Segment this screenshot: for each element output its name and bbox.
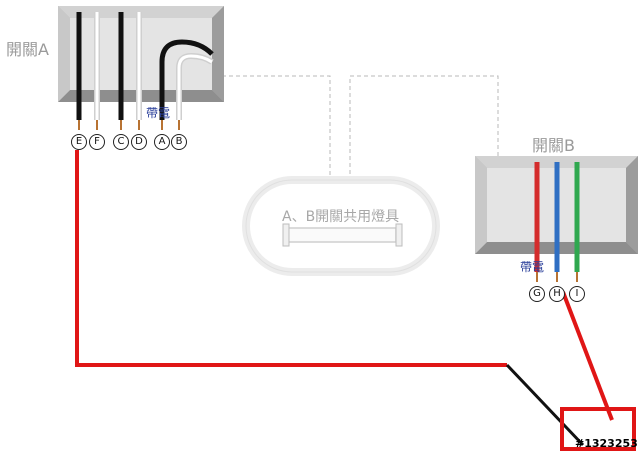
dashed-connector-b [349,75,499,188]
wire-a-black [159,39,214,120]
switch-a-title: 開關A [6,40,49,59]
wire-b-white-core [177,54,213,120]
switch-a-charged-label: 帶電 [146,106,171,120]
watermark-text: #1323253 [575,437,638,450]
terminal-c: C [113,134,129,150]
lamp-tube [287,227,397,243]
annotation-black-line [505,363,585,447]
terminal-f: F [89,134,105,150]
terminal-d: D [131,134,147,150]
terminal-b: B [171,134,187,150]
annotation-red-path-right [561,291,614,421]
lamp-fixture [242,176,440,276]
switch-b-charged-label: 帶電 [520,260,545,274]
terminal-i: I [569,286,585,302]
terminal-g: G [529,286,545,302]
lamp-cap-right [395,223,403,247]
lamp-cap-left [282,223,290,247]
annotation-red-path-left [75,150,507,367]
lamp-label: A、B開關共用燈具 [282,209,400,225]
terminal-e: E [71,134,87,150]
dashed-connector-a [222,75,331,188]
terminal-a: A [154,134,170,150]
annotation-marks [75,150,636,451]
annotation-red-box [560,407,636,451]
switch-b-wires [534,162,580,282]
switch-a-wires [76,12,214,130]
terminal-h: H [549,286,565,302]
switch-b-title: 開關B [532,136,575,155]
dashed-connectors [222,75,499,188]
